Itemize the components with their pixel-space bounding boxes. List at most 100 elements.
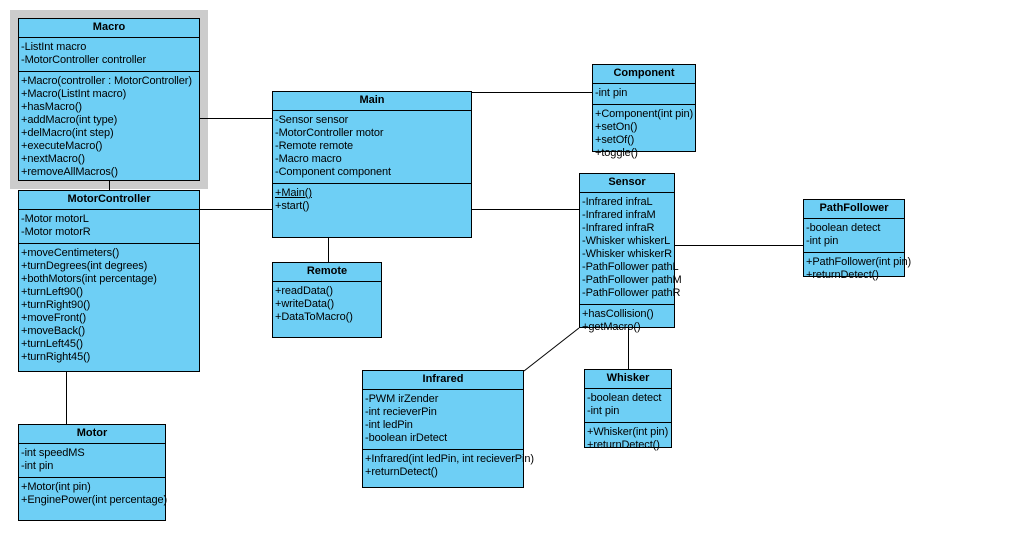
attribute-row: -MotorController controller: [21, 54, 147, 66]
method-row: +removeAllMacros(): [21, 166, 118, 178]
attribute-row: -PWM irZender: [365, 393, 439, 405]
attribute-row: -PathFollower pathL: [582, 261, 679, 273]
attribute-row: -Infrared infraM: [582, 209, 656, 221]
attribute-row: -ListInt macro: [21, 41, 87, 53]
class-attributes-whisker: -boolean detect -int pin: [585, 389, 671, 423]
method-row: +returnDetect(): [587, 439, 660, 451]
class-box-remote[interactable]: Remote +readData() +writeData() +DataToM…: [272, 262, 382, 338]
method-row: +turnLeft90(): [21, 286, 83, 298]
method-row: +addMacro(int type): [21, 114, 118, 126]
method-row: +PathFollower(int pin): [806, 256, 912, 268]
class-title-component: Component: [593, 65, 695, 84]
attribute-row: -int pin: [595, 87, 628, 99]
class-methods-pathfollower: +PathFollower(int pin) +returnDetect(): [804, 253, 912, 286]
connector-macro-motorcontroller: [109, 181, 110, 190]
connector-macro-main: [200, 118, 272, 119]
connector-main-sensor: [472, 209, 579, 210]
attribute-row: -Whisker whiskerR: [582, 248, 672, 260]
connector-sensor-pathfollower: [675, 245, 803, 246]
method-row: +hasCollision(): [582, 308, 654, 320]
attribute-row: -Motor motorL: [21, 213, 89, 225]
connector-sensor-whisker: [628, 328, 629, 369]
method-row: +turnRight45(): [21, 351, 91, 363]
attribute-row: -Component component: [275, 166, 392, 178]
method-row: +returnDetect(): [806, 269, 879, 281]
method-row: +bothMotors(int percentage): [21, 273, 157, 285]
class-box-pathfollower[interactable]: PathFollower -boolean detect -int pin +P…: [803, 199, 911, 281]
class-methods-remote: +readData() +writeData() +DataToMacro(): [273, 282, 381, 328]
method-row: +toggle(): [595, 147, 638, 159]
attribute-row: -PathFollower pathM: [582, 274, 682, 286]
attribute-row: -PathFollower pathR: [582, 287, 681, 299]
method-row: +turnRight90(): [21, 299, 91, 311]
class-attributes-motorcontroller: -Motor motorL -Motor motorR: [19, 210, 199, 244]
attribute-row: -Sensor sensor: [275, 114, 349, 126]
class-title-main: Main: [273, 92, 471, 111]
method-row: +writeData(): [275, 298, 335, 310]
attribute-row: -boolean detect: [806, 222, 881, 234]
class-box-motor[interactable]: Motor -int speedMS -int pin +Motor(int p…: [18, 424, 168, 521]
attribute-row: -int pin: [587, 405, 620, 417]
class-methods-sensor: +hasCollision() +getMacro(): [580, 305, 674, 338]
attribute-row: -int pin: [21, 460, 54, 472]
method-row: +executeMacro(): [21, 140, 103, 152]
class-box-component[interactable]: Component -int pin +Component(int pin) +…: [592, 64, 696, 159]
class-box-infrared[interactable]: Infrared -PWM irZender -int recieverPin …: [362, 370, 534, 488]
method-row: +delMacro(int step): [21, 127, 114, 139]
class-methods-motor: +Motor(int pin) +EnginePower(int percent…: [19, 478, 168, 511]
method-row: +setOn(): [595, 121, 638, 133]
class-title-motorcontroller: MotorController: [19, 191, 199, 210]
class-attributes-sensor: -Infrared infraL -Infrared infraM -Infra…: [580, 193, 682, 305]
class-title-remote: Remote: [273, 263, 381, 282]
connector-motorcontroller-motor: [66, 372, 67, 424]
connector-main-component: [472, 92, 592, 93]
class-methods-component: +Component(int pin) +setOn() +setOf() +t…: [593, 105, 695, 164]
method-row: +moveBack(): [21, 325, 86, 337]
attribute-row: -int recieverPin: [365, 406, 437, 418]
method-row: +hasMacro(): [21, 101, 82, 113]
connector-main-remote: [328, 238, 329, 262]
attribute-row: -Infrared infraR: [582, 222, 655, 234]
class-title-motor: Motor: [19, 425, 165, 444]
method-row: +readData(): [275, 285, 333, 297]
attribute-row: -boolean irDetect: [365, 432, 448, 444]
method-row: +moveCentimeters(): [21, 247, 120, 259]
class-box-macro[interactable]: Macro -ListInt macro -MotorController co…: [18, 18, 200, 181]
class-attributes-infrared: -PWM irZender -int recieverPin -int ledP…: [363, 390, 523, 450]
method-row: +start(): [275, 200, 310, 212]
method-row: +turnLeft45(): [21, 338, 83, 350]
class-methods-motorcontroller: +moveCentimeters() +turnDegrees(int degr…: [19, 244, 199, 368]
method-row: +Motor(int pin): [21, 481, 91, 493]
class-box-sensor[interactable]: Sensor -Infrared infraL -Infrared infraM…: [579, 173, 682, 333]
attribute-row: -int pin: [806, 235, 839, 247]
method-row: +Macro(ListInt macro): [21, 88, 127, 100]
class-box-whisker[interactable]: Whisker -boolean detect -int pin +Whiske…: [584, 369, 672, 451]
class-methods-infrared: +Infrared(int ledPin, int recieverPin) +…: [363, 450, 534, 483]
class-attributes-motor: -int speedMS -int pin: [19, 444, 165, 478]
class-title-macro: Macro: [19, 19, 199, 38]
method-row: +setOf(): [595, 134, 635, 146]
class-attributes-component: -int pin: [593, 84, 695, 105]
class-attributes-macro: -ListInt macro -MotorController controll…: [19, 38, 199, 72]
class-attributes-pathfollower: -boolean detect -int pin: [804, 219, 904, 253]
class-box-main[interactable]: Main -Sensor sensor -MotorController mot…: [272, 91, 472, 238]
attribute-row: -int ledPin: [365, 419, 413, 431]
connector-motorcontroller-main: [200, 209, 272, 210]
method-row: +Macro(controller : MotorController): [21, 75, 192, 87]
class-title-whisker: Whisker: [585, 370, 671, 389]
class-methods-macro: +Macro(controller : MotorController) +Ma…: [19, 72, 199, 183]
attribute-row: -Infrared infraL: [582, 196, 653, 208]
method-row: +turnDegrees(int degrees): [21, 260, 148, 272]
class-title-infrared: Infrared: [363, 371, 523, 390]
method-row: +returnDetect(): [365, 466, 438, 478]
attribute-row: -int speedMS: [21, 447, 85, 459]
method-row: +getMacro(): [582, 321, 641, 333]
class-attributes-main: -Sensor sensor -MotorController motor -R…: [273, 111, 471, 184]
class-box-motorcontroller[interactable]: MotorController -Motor motorL -Motor mot…: [18, 190, 200, 372]
attribute-row: -Motor motorR: [21, 226, 91, 238]
method-row: +EnginePower(int percentage): [21, 494, 168, 506]
attribute-row: -Macro macro: [275, 153, 342, 165]
class-title-sensor: Sensor: [580, 174, 674, 193]
